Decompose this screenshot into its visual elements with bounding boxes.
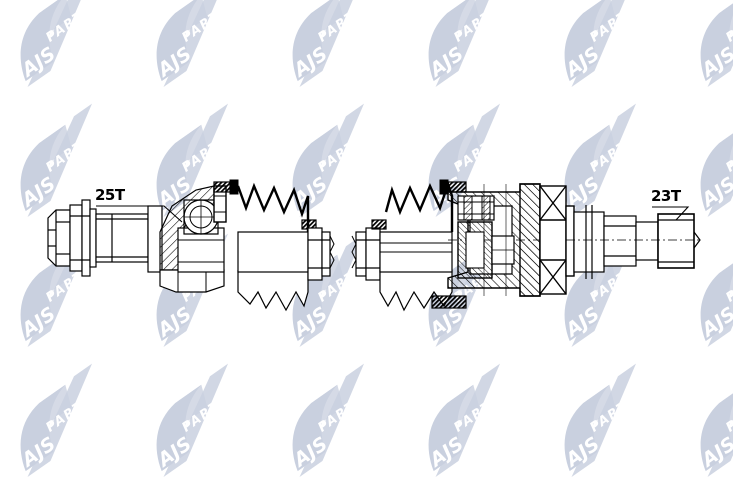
- tripod-trunnion: [457, 221, 515, 279]
- outer-cv-joint-body: [159, 185, 227, 293]
- svg-text:AJS: AJS: [424, 173, 467, 213]
- svg-text:PARTS: PARTS: [179, 3, 231, 46]
- shaft-right-run: [351, 227, 381, 281]
- tripod-roller-upper: [457, 195, 495, 221]
- boot-clamp-small-left: [301, 219, 317, 230]
- svg-text:PARTS: PARTS: [179, 133, 231, 176]
- svg-text:PARTS: PARTS: [451, 3, 503, 46]
- boot-clamp-large-right-lower: [431, 295, 467, 309]
- boot-clamp-large-left: [213, 179, 239, 195]
- svg-text:PARTS: PARTS: [587, 263, 639, 306]
- svg-text:PARTS: PARTS: [587, 133, 639, 176]
- svg-text:AJS: AJS: [560, 173, 603, 213]
- boot-shaft-transition-left: [237, 231, 309, 273]
- spline-count-label-right: 23T: [651, 187, 681, 205]
- svg-text:PARTS: PARTS: [723, 3, 733, 46]
- leader-line-25t: [96, 205, 183, 223]
- svg-text:PARTS: PARTS: [179, 263, 231, 306]
- svg-text:PARTS: PARTS: [587, 393, 639, 436]
- svg-text:AJS: AJS: [424, 303, 467, 343]
- svg-text:AJS: AJS: [424, 43, 467, 83]
- svg-text:AJS: AJS: [560, 43, 603, 83]
- svg-text:AJS: AJS: [560, 433, 603, 473]
- snap-ring-block: [539, 185, 575, 295]
- boot-clamp-large-right: [439, 179, 467, 195]
- svg-text:AJS: AJS: [152, 433, 195, 473]
- svg-text:AJS: AJS: [152, 43, 195, 83]
- rubber-boot-left: [236, 182, 310, 312]
- stub-shaft-right: [566, 205, 701, 279]
- svg-text:AJS: AJS: [152, 303, 195, 343]
- svg-text:AJS: AJS: [288, 433, 331, 473]
- svg-text:AJS: AJS: [288, 43, 331, 83]
- svg-text:PARTS: PARTS: [723, 133, 733, 176]
- svg-text:PARTS: PARTS: [43, 263, 95, 306]
- svg-text:PARTS: PARTS: [315, 3, 367, 46]
- svg-text:PARTS: PARTS: [587, 3, 639, 46]
- svg-text:AJS: AJS: [16, 173, 59, 213]
- hex-nut: [47, 209, 71, 267]
- svg-text:AJS: AJS: [560, 303, 603, 343]
- svg-text:AJS: AJS: [696, 43, 733, 83]
- svg-text:AJS: AJS: [16, 43, 59, 83]
- svg-text:PARTS: PARTS: [723, 263, 733, 306]
- svg-text:AJS: AJS: [16, 303, 59, 343]
- svg-text:PARTS: PARTS: [43, 3, 95, 46]
- svg-text:PARTS: PARTS: [723, 393, 733, 436]
- boot-clamp-small-right: [371, 219, 387, 230]
- svg-text:AJS: AJS: [288, 173, 331, 213]
- svg-text:PARTS: PARTS: [451, 263, 503, 306]
- svg-text:PARTS: PARTS: [315, 263, 367, 306]
- svg-text:AJS: AJS: [424, 433, 467, 473]
- svg-text:AJS: AJS: [696, 303, 733, 343]
- nut-collar: [69, 199, 91, 277]
- svg-text:AJS: AJS: [152, 173, 195, 213]
- svg-text:PARTS: PARTS: [43, 133, 95, 176]
- svg-text:PARTS: PARTS: [315, 393, 367, 436]
- svg-text:AJS: AJS: [696, 433, 733, 473]
- svg-text:AJS: AJS: [696, 173, 733, 213]
- spline-count-label-left: 25T: [95, 186, 125, 204]
- svg-text:AJS: AJS: [288, 303, 331, 343]
- svg-text:PARTS: PARTS: [451, 393, 503, 436]
- svg-text:AJS: AJS: [16, 433, 59, 473]
- svg-text:PARTS: PARTS: [43, 393, 95, 436]
- svg-text:PARTS: PARTS: [451, 133, 503, 176]
- leader-line-23t: [652, 206, 690, 221]
- tripod-joint-housing: [447, 183, 560, 297]
- rubber-boot-right: [379, 180, 454, 312]
- splined-stub-shaft-left: [95, 205, 163, 273]
- flange-washer: [89, 208, 97, 268]
- svg-text:PARTS: PARTS: [179, 393, 231, 436]
- svg-text:PARTS: PARTS: [315, 133, 367, 176]
- shaft-left-run: [307, 227, 335, 281]
